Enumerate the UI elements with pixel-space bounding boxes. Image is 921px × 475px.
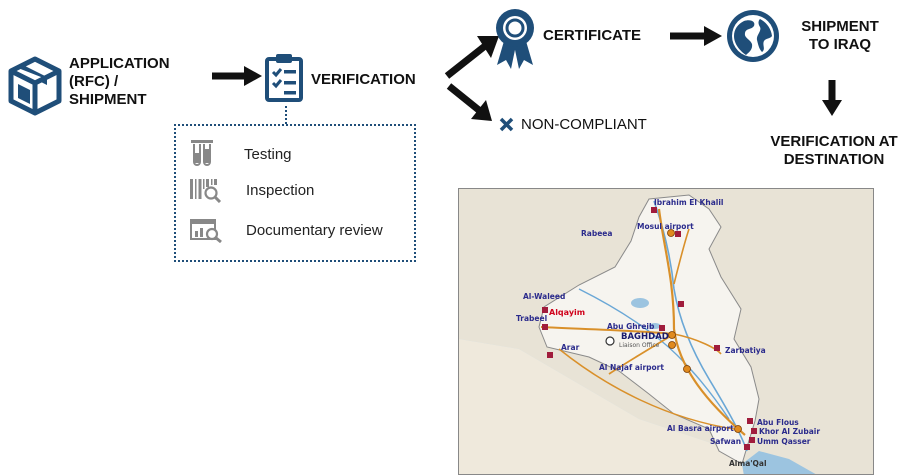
x-mark-icon	[499, 117, 514, 132]
barcode-magnifier-icon	[190, 177, 224, 204]
method-documentary-review: Documentary review	[190, 217, 383, 244]
map-label-abuflous: Abu Flous	[757, 418, 799, 427]
award-certificate-icon	[493, 7, 537, 71]
map-label-alwaleed: Al-Waleed	[523, 292, 566, 301]
arrow-right-icon	[670, 26, 722, 46]
verification-label: VERIFICATION	[311, 71, 416, 88]
map-label-najaf: Al Najaf airport	[599, 363, 664, 372]
iraq-map: Ibrahim El Khalil Rabeea Mosul airport A…	[458, 188, 874, 475]
chart-magnifier-icon	[190, 217, 224, 244]
arrow-down-icon	[822, 80, 842, 116]
method-inspection: Inspection	[190, 177, 315, 204]
map-label-ibrahim: Ibrahim El Khalil	[654, 198, 724, 207]
map-label-abughreib: Abu Ghreib	[607, 322, 655, 331]
destination-label: VERIFICATION AT DESTINATION	[770, 133, 898, 168]
map-label-rabeea: Rabeea	[581, 229, 613, 238]
map-label-basra: Al Basra airport	[667, 424, 734, 433]
method-label: Documentary review	[246, 221, 383, 239]
shipment-label: SHIPMENT TO IRAQ	[801, 18, 879, 53]
arrow-down-right-icon	[446, 83, 492, 123]
certificate-label: CERTIFICATE	[543, 27, 642, 44]
method-label: Inspection	[246, 181, 315, 199]
map-base-image	[459, 189, 873, 474]
test-tubes-icon	[190, 140, 214, 168]
map-label-alqayim: Alqayim	[549, 308, 586, 317]
package-icon	[8, 56, 62, 116]
map-label-khor: Khor Al Zubair	[759, 427, 821, 436]
arrow-up-right-icon	[443, 34, 499, 80]
map-label-zarbatiya: Zarbatiya	[725, 346, 766, 355]
arrow-right-icon	[212, 66, 262, 86]
application-label: APPLICATION (RFC) / SHIPMENT	[69, 55, 170, 108]
map-label-trabeel: Trabeel	[516, 314, 548, 323]
map-label-umm: Umm Qasser	[757, 437, 811, 446]
method-label: Testing	[244, 145, 292, 163]
globe-icon	[726, 9, 780, 63]
map-label-arar: Arar	[561, 343, 580, 352]
non-compliant-label: NON-COMPLIANT	[521, 116, 647, 133]
map-label-mosul: Mosul airport	[637, 222, 694, 231]
method-testing: Testing	[190, 140, 292, 168]
clipboard-checklist-icon	[264, 53, 304, 103]
map-label-baghdad: BAGHDAD	[621, 332, 669, 342]
dotted-connector	[285, 106, 287, 124]
map-label-safwan: Safwan	[710, 437, 742, 446]
map-label-almaqal: Alma'Qal	[729, 459, 767, 468]
map-label-liaison: Liaison Office	[619, 342, 660, 349]
verification-methods-box: Testing Inspection	[174, 124, 416, 262]
